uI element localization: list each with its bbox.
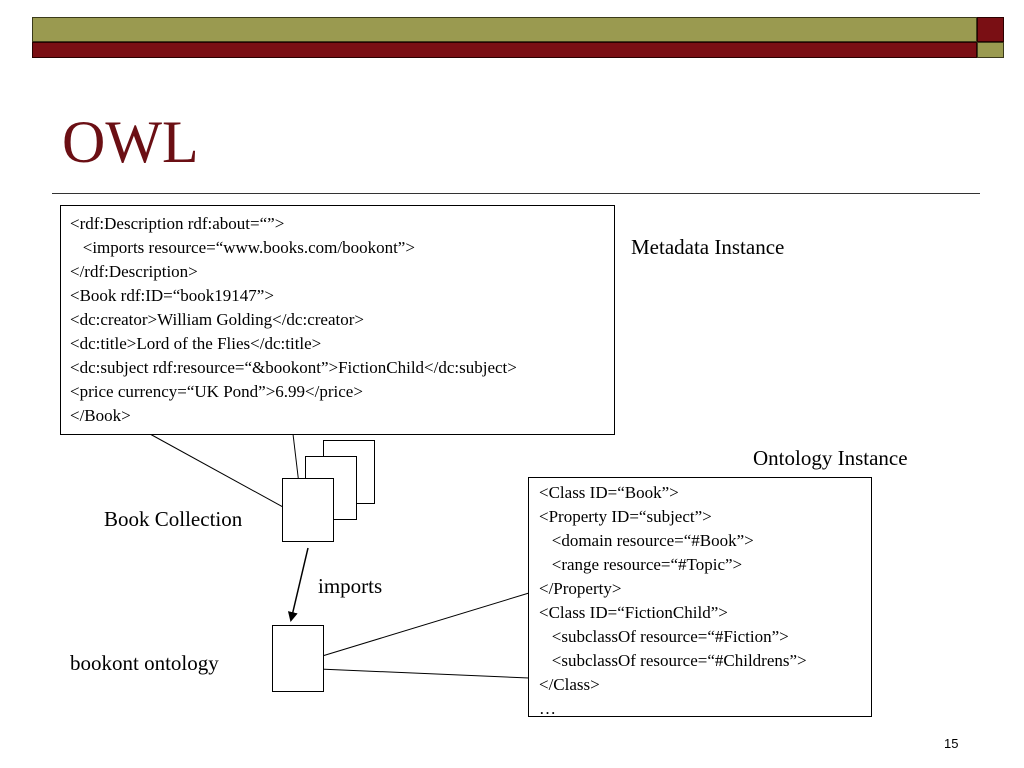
code-line: <Class ID=“FictionChild”>: [539, 603, 728, 622]
imports-label: imports: [318, 574, 383, 598]
ontology-instance-box: <Class ID=“Book”> <Property ID=“subject”…: [528, 477, 872, 718]
header-square-olive: [977, 42, 1004, 58]
ontology-callout-top: [295, 592, 530, 665]
header-band-red: [32, 42, 977, 58]
bookont-ontology-label: bookont ontology: [70, 651, 219, 675]
ontology-callout-bottom: [295, 667, 530, 679]
code-line: </Property>: [539, 579, 622, 598]
code-line: <Book rdf:ID=“book19147”>: [70, 286, 274, 305]
header-band-olive: [32, 17, 977, 42]
imports-arrow: [287, 547, 309, 622]
ontology-document: [272, 625, 324, 692]
code-line: <subclassOf resource=“#Childrens”>: [539, 651, 807, 670]
ontology-instance-label: Ontology Instance: [753, 446, 908, 470]
code-line: </Book>: [70, 406, 131, 425]
code-line: <price currency=“UK Pond”>6.99</price>: [70, 382, 363, 401]
metadata-instance-box: <rdf:Description rdf:about=“”> <imports …: [60, 205, 615, 435]
code-line: <Property ID=“subject”>: [539, 507, 712, 526]
code-line: <dc:title>Lord of the Flies</dc:title>: [70, 334, 322, 353]
code-line: <imports resource=“www.books.com/bookont…: [70, 238, 415, 257]
code-line: <subclassOf resource=“#Fiction”>: [539, 627, 789, 646]
book-collection-label: Book Collection: [104, 507, 243, 531]
metadata-instance-label: Metadata Instance: [631, 235, 785, 259]
header-square-red: [977, 17, 1004, 42]
code-line: <dc:subject rdf:resource=“&bookont”>Fict…: [70, 358, 517, 377]
code-line: <dc:creator>William Golding</dc:creator>: [70, 310, 364, 329]
code-line: <Class ID=“Book”>: [539, 483, 679, 502]
code-line: </rdf:Description>: [70, 262, 198, 281]
code-line: …: [539, 699, 556, 718]
code-line: </Class>: [539, 675, 600, 694]
slide-title: OWL: [62, 109, 199, 175]
title-divider: [52, 193, 980, 194]
page-number: 15: [944, 736, 959, 751]
document-stack-front: [282, 478, 334, 542]
code-line: <rdf:Description rdf:about=“”>: [70, 214, 285, 233]
code-line: <domain resource=“#Book”>: [539, 531, 754, 550]
code-line: <range resource=“#Topic”>: [539, 555, 743, 574]
